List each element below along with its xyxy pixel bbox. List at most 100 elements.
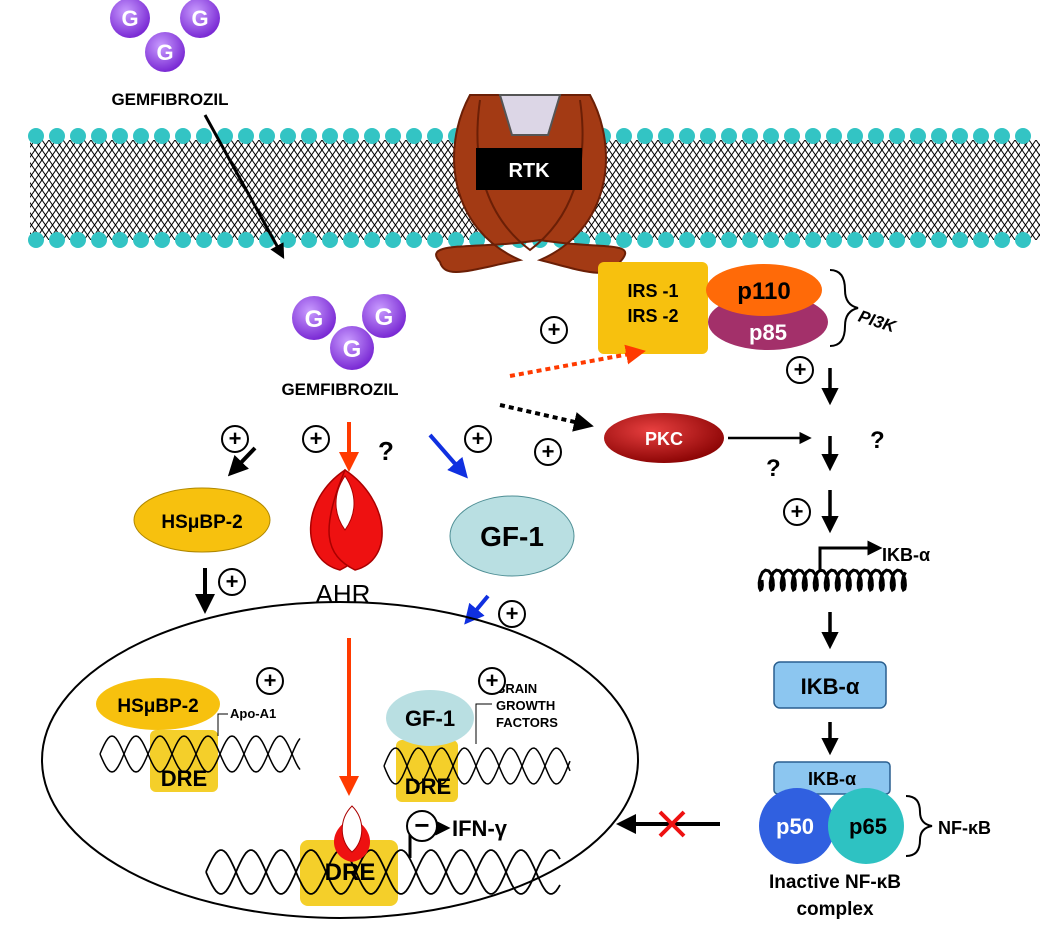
ahr-bound-inner xyxy=(341,805,363,853)
lipid-head xyxy=(973,232,989,248)
ligand-binding-site xyxy=(498,94,562,136)
lipid-head xyxy=(154,232,170,248)
p110-label: p110 xyxy=(737,278,790,305)
plus-sign-circle xyxy=(464,425,492,453)
lipid-head xyxy=(700,128,716,144)
lipid-head xyxy=(70,232,86,248)
irs2-label: IRS -2 xyxy=(627,306,678,326)
lipid-head xyxy=(910,232,926,248)
lipid-head xyxy=(322,232,338,248)
nfkb-complex: IKB-α p50 p65 NF-κB Inactive NF-κB compl… xyxy=(759,761,991,920)
lipid-head xyxy=(133,128,149,144)
pkc-label: PKC xyxy=(645,429,683,449)
lipid-head xyxy=(763,232,779,248)
plus-sign-circle xyxy=(302,425,330,453)
lipid-head xyxy=(637,232,653,248)
hsmubp2-protein xyxy=(133,487,271,553)
lipid-head xyxy=(91,128,107,144)
dna-gf1: DRE GF-1 BRAIN GROWTH FACTORS xyxy=(383,681,571,802)
g-molecule xyxy=(110,0,150,38)
plus-sign: + xyxy=(794,357,807,382)
lipid-head xyxy=(133,232,149,248)
plus-sign: + xyxy=(542,439,555,464)
question-mark: ? xyxy=(870,427,885,454)
rtk-label-box xyxy=(476,148,582,190)
pkc-ellipse xyxy=(604,413,724,463)
lipid-head xyxy=(343,128,359,144)
irs-box xyxy=(598,262,708,354)
plus-sign-circle xyxy=(221,425,249,453)
g-letter: G xyxy=(305,306,324,333)
plus-sign: + xyxy=(226,569,239,594)
nfkb-brace xyxy=(905,795,933,857)
plus-sign-circle xyxy=(218,568,246,596)
brain-label: BRAIN xyxy=(496,681,537,696)
lipid-head xyxy=(742,232,758,248)
growth-label: GROWTH xyxy=(496,698,555,713)
nfkb-label: NF-κB xyxy=(938,818,991,838)
pi3k-complex: IRS -1 IRS -2 p85 p110 PI3K xyxy=(598,262,899,354)
ikba-bound-label: IKB-α xyxy=(808,769,856,789)
lipid-head xyxy=(1015,128,1031,144)
plus-sign-circle xyxy=(256,667,284,695)
apo-a1-label: Apo-A1 xyxy=(230,706,276,721)
inactive-complex-label: Inactive NF-κB xyxy=(769,872,901,893)
dna-strand xyxy=(99,735,301,773)
dre-label: DRE xyxy=(161,766,207,791)
g-molecule xyxy=(145,32,185,72)
lipid-head xyxy=(994,128,1010,144)
lipid-head xyxy=(658,128,674,144)
rtk-label: RTK xyxy=(508,160,550,182)
lipid-head xyxy=(196,232,212,248)
lipid-head xyxy=(217,232,233,248)
minus-sign: − xyxy=(414,810,429,840)
plus-sign-circle xyxy=(786,356,814,384)
p50-subunit xyxy=(759,788,835,864)
plus-sign-circle xyxy=(478,667,506,695)
gemfibrozil-top-label: GEMFIBROZIL xyxy=(111,90,228,109)
plus-sign: + xyxy=(791,499,804,524)
lipid-head xyxy=(952,232,968,248)
lipid-head xyxy=(217,128,233,144)
plus-sign: + xyxy=(264,668,277,693)
p110-subunit xyxy=(706,264,822,316)
gemfibrozil-mid-label: GEMFIBROZIL xyxy=(281,380,398,399)
block-x-icon xyxy=(658,810,686,838)
lipid-head xyxy=(322,128,338,144)
dna-strand xyxy=(383,747,571,785)
plus-sign: + xyxy=(486,668,499,693)
lipid-head xyxy=(28,128,44,144)
lipid-head xyxy=(70,128,86,144)
p85-label: p85 xyxy=(749,320,787,345)
g-molecule xyxy=(292,296,336,340)
lipid-head xyxy=(406,232,422,248)
dna-strand xyxy=(383,747,571,785)
g-molecule xyxy=(330,326,374,370)
plus-sign-circle xyxy=(783,498,811,526)
lipid-head xyxy=(427,128,443,144)
lipid-head xyxy=(994,232,1010,248)
apo-bracket xyxy=(217,713,228,736)
hsmubp2-label: HSμBP-2 xyxy=(161,512,242,533)
lipid-head xyxy=(112,232,128,248)
lipid-head xyxy=(175,128,191,144)
lipid-head xyxy=(805,232,821,248)
lipid-head xyxy=(679,128,695,144)
lipid-head xyxy=(364,232,380,248)
hsmubp2-arrow xyxy=(227,446,257,477)
irs1-label: IRS -1 xyxy=(627,281,678,301)
lipid-head xyxy=(763,128,779,144)
dna-strand xyxy=(99,735,301,773)
lipid-head xyxy=(826,232,842,248)
gf1-protein xyxy=(449,495,575,577)
factors-label: FACTORS xyxy=(496,715,558,730)
ikba-protein-label: IKB-α xyxy=(801,674,860,699)
regulation-signs: +++++++++++− xyxy=(218,316,814,842)
pkc: PKC xyxy=(604,413,724,463)
lipid-head xyxy=(973,128,989,144)
question-mark: ? xyxy=(766,455,781,482)
lipid-head xyxy=(805,128,821,144)
dna-ifn: DRE IFN-γ xyxy=(205,805,561,906)
hsmubp2-bound-label: HSμBP-2 xyxy=(117,696,198,717)
